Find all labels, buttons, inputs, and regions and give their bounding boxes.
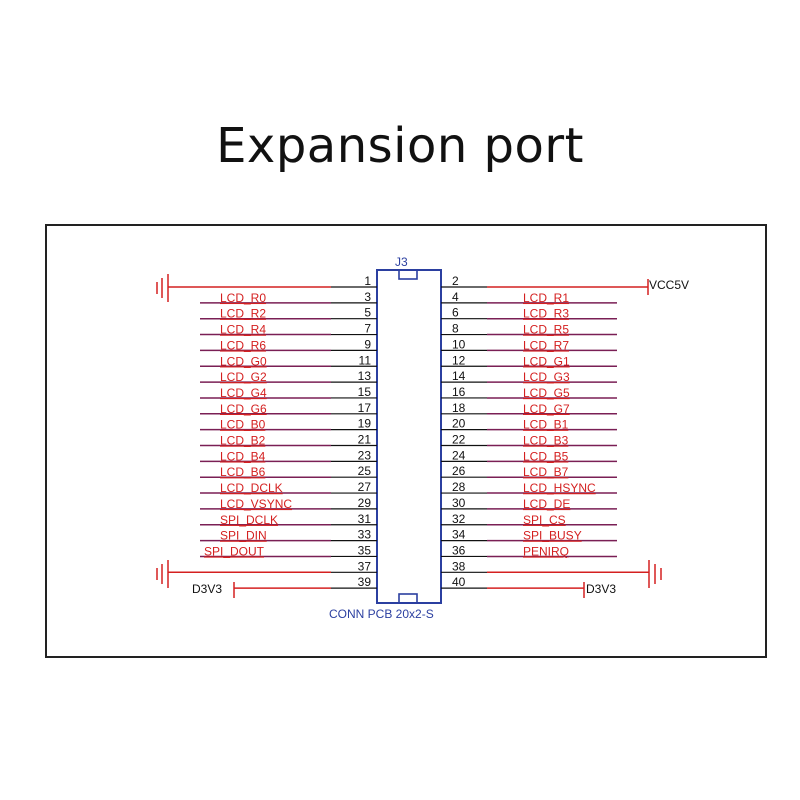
pin-number-right: 18 — [452, 401, 466, 415]
ground-icon-top-left — [156, 274, 169, 302]
pin-number-right: 2 — [452, 274, 459, 288]
pin-number-left: 23 — [358, 448, 372, 462]
pin-number-right: 38 — [452, 559, 466, 573]
d3v3-right-label: D3V3 — [586, 582, 616, 596]
net-label-left: LCD_G2 — [220, 370, 267, 384]
net-label-right: PENIRQ — [523, 544, 569, 558]
net-label-left: SPI_DCLK — [220, 513, 278, 527]
net-label-right: LCD_R1 — [523, 291, 569, 305]
pin-number-left: 15 — [358, 385, 372, 399]
connector-key-bottom — [398, 593, 418, 604]
page-title: Expansion port — [216, 118, 584, 174]
pin-number-left: 7 — [364, 322, 371, 336]
connector-key-top — [398, 269, 418, 280]
pin-number-right: 8 — [452, 322, 459, 336]
net-label-right: LCD_B7 — [523, 465, 569, 479]
pin-number-left: 25 — [358, 464, 372, 478]
net-label-right: SPI_CS — [523, 513, 566, 527]
pin-number-right: 14 — [452, 369, 466, 383]
net-label-right: LCD_G7 — [523, 402, 570, 416]
connector-part: CONN PCB 20x2-S — [329, 607, 434, 621]
pin-number-left: 19 — [358, 417, 372, 431]
pin-number-right: 22 — [452, 433, 466, 447]
net-label-right: LCD_DE — [523, 497, 570, 511]
pin-number-right: 10 — [452, 337, 466, 351]
pin-number-right: 36 — [452, 543, 466, 557]
pin-number-left: 37 — [358, 559, 372, 573]
vcc-label: VCC5V — [649, 278, 689, 292]
pin-number-right: 28 — [452, 480, 466, 494]
d3v3-left-label: D3V3 — [192, 582, 222, 596]
pin-number-right: 12 — [452, 353, 466, 367]
net-label-left: LCD_B4 — [220, 449, 266, 463]
pin-number-left: 39 — [358, 575, 372, 589]
net-label-left: LCD_VSYNC — [220, 497, 292, 511]
net-label-right: LCD_B5 — [523, 449, 569, 463]
net-label-right: LCD_R7 — [523, 338, 569, 352]
net-label-left: LCD_R2 — [220, 307, 266, 321]
pin-number-right: 34 — [452, 528, 466, 542]
net-label-right: SPI_BUSY — [523, 529, 582, 543]
net-label-right: LCD_B1 — [523, 418, 569, 432]
net-label-right: LCD_HSYNC — [523, 481, 596, 495]
pin-number-left: 13 — [358, 369, 372, 383]
pin-number-right: 30 — [452, 496, 466, 510]
net-label-right: LCD_R3 — [523, 307, 569, 321]
net-label-left: LCD_G6 — [220, 402, 267, 416]
pin-number-left: 21 — [358, 433, 372, 447]
net-label-right: LCD_G1 — [523, 354, 570, 368]
pin-number-left: 11 — [359, 353, 372, 367]
net-label-right: LCD_R5 — [523, 323, 569, 337]
pin-number-right: 6 — [452, 306, 459, 320]
net-label-left: LCD_B2 — [220, 434, 266, 448]
pin-number-left: 35 — [358, 543, 372, 557]
net-label-right: LCD_G5 — [523, 386, 570, 400]
pin-number-right: 32 — [452, 512, 466, 526]
pin-number-right: 20 — [452, 417, 466, 431]
net-label-left: LCD_G4 — [220, 386, 267, 400]
pin-number-left: 31 — [358, 512, 372, 526]
schematic-frame — [45, 224, 767, 658]
net-label-left: LCD_G0 — [220, 354, 267, 368]
net-label-left: SPI_DIN — [220, 529, 267, 543]
net-label-left: LCD_R6 — [220, 338, 266, 352]
net-label-right: LCD_G3 — [523, 370, 570, 384]
ground-icon-bottom-left — [156, 560, 169, 588]
pin-number-right: 4 — [452, 290, 459, 304]
pin-number-right: 40 — [452, 575, 466, 589]
net-label-left: LCD_B0 — [220, 418, 266, 432]
pin-number-left: 17 — [358, 401, 372, 415]
pin-number-left: 29 — [358, 496, 372, 510]
net-label-left: LCD_R0 — [220, 291, 266, 305]
net-label-right: LCD_B3 — [523, 434, 569, 448]
pin-number-left: 9 — [364, 337, 371, 351]
net-label-left: LCD_DCLK — [220, 481, 283, 495]
pin-number-left: 1 — [364, 274, 371, 288]
pin-number-left: 33 — [358, 528, 372, 542]
net-label-left: SPI_DOUT — [204, 544, 265, 558]
pin-number-left: 5 — [364, 306, 371, 320]
pin-number-right: 24 — [452, 448, 466, 462]
pin-number-right: 26 — [452, 464, 466, 478]
pin-number-right: 16 — [452, 385, 466, 399]
ground-icon-bottom-right — [648, 560, 662, 588]
pin-number-left: 27 — [358, 480, 372, 494]
connector-body — [376, 269, 442, 604]
net-label-left: LCD_R4 — [220, 323, 266, 337]
net-label-left: LCD_B6 — [220, 465, 266, 479]
connector-ref: J3 — [395, 255, 408, 269]
pin-number-left: 3 — [364, 290, 371, 304]
